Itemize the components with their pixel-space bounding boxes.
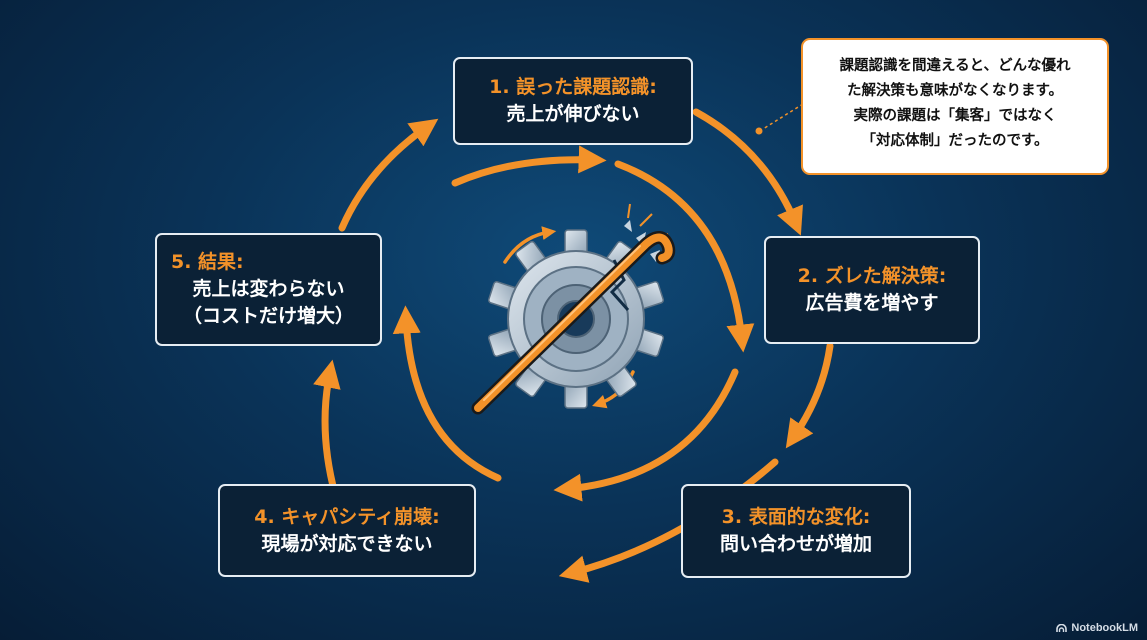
step-4-description: 現場が対応できない xyxy=(261,532,433,555)
step-3-title: 3. 表面的な変化: xyxy=(721,506,871,528)
callout-note: 課題認識を間違えると、どんな優れ た解決策も意味がなくなります。 実際の課題は「… xyxy=(801,38,1109,175)
step-5-title: 5. 結果: xyxy=(171,251,244,273)
step-3-description: 問い合わせが増加 xyxy=(719,533,872,555)
outer-arrow-1-2 xyxy=(692,108,803,236)
step-5-note: （コストだけ増大） xyxy=(182,305,354,327)
step-1-title: 1. 誤った課題認識: xyxy=(489,76,657,98)
step-4-title: 4. キャパシティ崩壊: xyxy=(254,505,440,528)
outer-arrow-3-4 xyxy=(558,458,779,583)
step-2-title: 2. ズレた解決策: xyxy=(797,265,947,287)
callout-line: 「対応体制」だったのです。 xyxy=(861,133,1049,149)
watermark-text: NotebookLM xyxy=(1071,622,1138,634)
inner-arrow-top xyxy=(451,145,607,187)
callout-line: た解決策も意味がなくなります。 xyxy=(846,83,1064,99)
callout-line: 課題認識を間違えると、どんな優れ xyxy=(839,58,1071,74)
outer-arrow-4-5 xyxy=(313,359,341,498)
step-1-box: 1. 誤った課題認識: 売上が伸びない xyxy=(453,57,693,145)
inner-arrow-right xyxy=(614,160,755,353)
step-2-description: 広告費を増やす xyxy=(805,292,939,314)
outer-arrow-2-3 xyxy=(785,342,834,449)
inner-arrow-left xyxy=(392,305,502,482)
step-1-description: 売上が伸びない xyxy=(506,103,640,125)
step-5-description: 売上は変わらない xyxy=(192,278,345,300)
step-5-box: 5. 結果: 売上は変わらない （コストだけ増大） xyxy=(155,233,382,346)
step-2-box: 2. ズレた解決策: 広告費を増やす xyxy=(764,236,980,344)
callout-line: 実際の課題は「集客」ではなく xyxy=(853,108,1057,124)
watermark: NotebookLM xyxy=(1056,622,1138,634)
step-3-box: 3. 表面的な変化: 問い合わせが増加 xyxy=(681,484,911,578)
step-4-box: 4. キャパシティ崩壊: 現場が対応できない xyxy=(218,484,476,577)
outer-arrow-5-1 xyxy=(338,118,439,232)
broken-gear-crowbar-icon xyxy=(471,203,676,415)
notebooklm-logo-icon xyxy=(1056,623,1068,632)
inner-arrow-bottom xyxy=(553,368,739,502)
callout-leader xyxy=(755,103,804,135)
